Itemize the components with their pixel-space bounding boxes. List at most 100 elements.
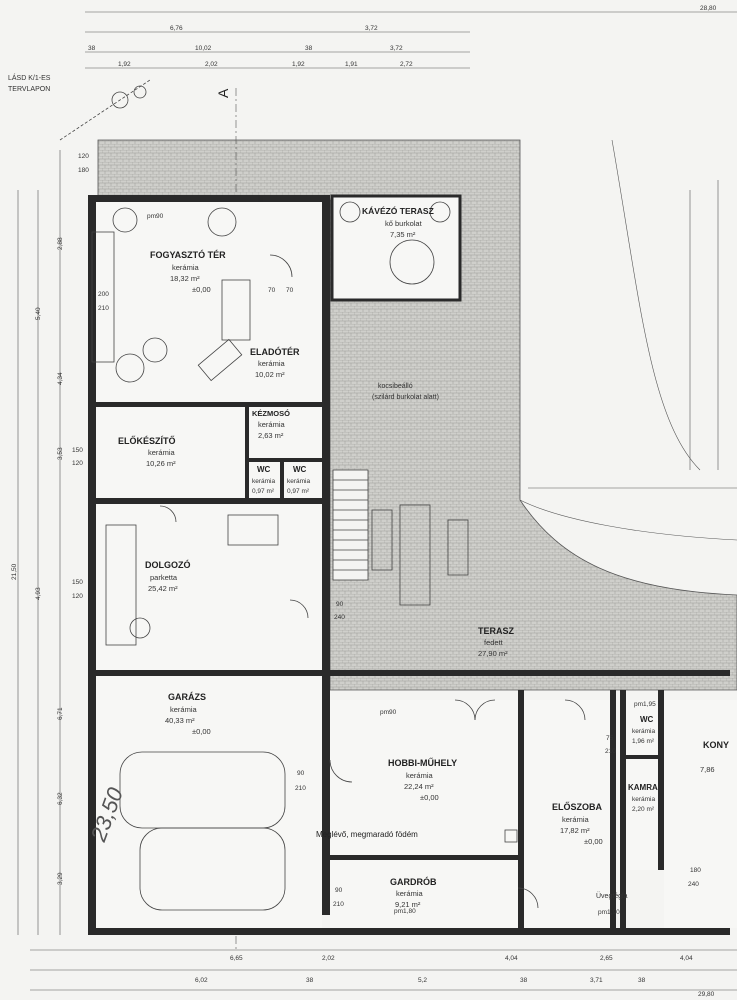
top-dimensions: 28,80 6,76 3,72 38 10,02 38 3,72 1,92 2,…	[85, 5, 737, 69]
opening-210: 210	[98, 305, 109, 312]
svg-text:1,96 m²: 1,96 m²	[632, 738, 655, 745]
dim-bottom-1: 6,65	[230, 955, 243, 962]
svg-text:17,82 m²: 17,82 m²	[560, 826, 590, 835]
svg-text:7,86: 7,86	[700, 765, 715, 774]
dim-bottom-8: 5,2	[418, 977, 427, 984]
svg-text:±0,00: ±0,00	[192, 285, 211, 294]
svg-text:±0,00: ±0,00	[192, 727, 211, 736]
svg-text:kerámia: kerámia	[396, 889, 424, 898]
svg-text:parketta: parketta	[150, 573, 178, 582]
svg-text:0,97 m²: 0,97 m²	[252, 488, 275, 495]
opening-120: 120	[72, 460, 83, 467]
opening-70-b: 70	[286, 287, 294, 294]
svg-text:kerámia: kerámia	[172, 263, 200, 272]
dim-top-3: 38	[88, 45, 96, 52]
room-wc-3: WC kerámia 1,96 m²	[632, 715, 656, 745]
svg-text:10,26 m²: 10,26 m²	[146, 459, 176, 468]
svg-text:22,24 m²: 22,24 m²	[404, 782, 434, 791]
svg-text:DOLGOZÓ: DOLGOZÓ	[145, 559, 191, 570]
svg-text:kerámia: kerámia	[287, 478, 311, 485]
opening-240-b: 240	[688, 881, 699, 888]
dim-bottom-10: 3,71	[590, 977, 603, 984]
svg-text:2,63 m²: 2,63 m²	[258, 431, 284, 440]
opening-90: 90	[336, 601, 344, 608]
opening-pm195: pm1,95	[634, 701, 656, 708]
room-dolgozo: DOLGOZÓ parketta 25,42 m²	[145, 559, 191, 593]
svg-text:kerámia: kerámia	[252, 478, 276, 485]
room-kamra: KAMRA kerámia 2,20 m²	[628, 783, 658, 813]
room-kavezo-terasz: KÁVÉZÓ TERASZ kő burkolat 7,35 m²	[362, 205, 434, 239]
opening-200: 200	[98, 291, 109, 298]
svg-text:±0,00: ±0,00	[420, 793, 439, 802]
room-hobbi-muhely: HOBBI-MŰHELY kerámia 22,24 m² ±0,00	[388, 757, 457, 802]
svg-text:±0,00: ±0,00	[584, 837, 603, 846]
svg-text:ELŐKÉSZÍTŐ: ELŐKÉSZÍTŐ	[118, 435, 176, 446]
opening-labels: 200 210 150 120 150 120 90 240 90 210 70…	[72, 213, 701, 916]
svg-text:kő burkolat: kő burkolat	[385, 219, 423, 228]
svg-text:WC: WC	[640, 715, 654, 724]
dim-bottom-9: 38	[520, 977, 528, 984]
dim-overall-top: 28,80	[700, 5, 717, 12]
dim-left-4: 5,40	[35, 307, 42, 320]
dim-left-7: 4,93	[35, 587, 42, 600]
opening-210-c: 210	[333, 901, 344, 908]
svg-text:kerámia: kerámia	[258, 359, 286, 368]
dim-top-5: 38	[305, 45, 313, 52]
dim-left-6: 3,53	[57, 447, 64, 460]
room-kezmoso: KÉZMOSÓ kerámia 2,63 m²	[252, 409, 290, 440]
dim-bottom-5: 4,04	[680, 955, 693, 962]
dim-left-9: 6,32	[57, 792, 64, 805]
svg-text:kerámia: kerámia	[258, 420, 286, 429]
reference-note-line1: LÁSD K/1-ES	[8, 73, 51, 82]
room-elokeszito: ELŐKÉSZÍTŐ kerámia 10,26 m²	[118, 435, 176, 468]
svg-text:WC: WC	[257, 465, 271, 474]
svg-text:0,97 m²: 0,97 m²	[287, 488, 310, 495]
svg-text:TERASZ: TERASZ	[478, 626, 515, 636]
svg-text:KONY: KONY	[703, 740, 729, 750]
svg-text:kerámia: kerámia	[632, 796, 656, 803]
opening-210-b: 210	[295, 785, 306, 792]
reference-note-line2: TERVLAPON	[8, 86, 50, 93]
svg-text:18,32 m²: 18,32 m²	[170, 274, 200, 283]
dim-top-4: 10,02	[195, 45, 212, 52]
opening-120-b: 120	[72, 593, 83, 600]
cafe-terrace	[330, 194, 462, 302]
door-swings	[159, 254, 586, 909]
dim-left-3: 2,88	[57, 237, 64, 250]
svg-text:kerámia: kerámia	[170, 705, 198, 714]
dim-left-8: 6,71	[57, 707, 64, 720]
opening-240: 240	[334, 614, 345, 621]
section-marker: A	[215, 88, 231, 98]
opening-90-c: 90	[335, 887, 343, 894]
svg-text:GARDRÓB: GARDRÓB	[390, 876, 437, 887]
dim-bottom-6: 6,02	[195, 977, 208, 984]
svg-text:ELŐSZOBA: ELŐSZOBA	[552, 801, 603, 812]
dim-top-7: 1,92	[118, 61, 131, 68]
svg-text:fedett: fedett	[484, 638, 504, 647]
terrace-note-line2: (szilárd burkolat alatt)	[372, 394, 439, 401]
dim-left-5: 4,34	[57, 372, 64, 385]
room-eladoter: ELADÓTÉR kerámia 10,02 m²	[250, 346, 300, 379]
dim-top-6: 3,72	[390, 45, 403, 52]
dim-top-2: 3,72	[365, 25, 378, 32]
opening-90-b: 90	[297, 770, 305, 777]
opening-pm90: pm90	[147, 213, 164, 220]
room-wc-1: WC kerámia 0,97 m²	[252, 465, 276, 495]
svg-text:kerámia: kerámia	[406, 771, 434, 780]
bottom-dimensions: 6,65 2,02 4,04 2,65 4,04 6,02 38 5,2 38 …	[30, 949, 737, 998]
room-garazs: GARÁZS kerámia 40,33 m² ±0,00	[165, 692, 211, 736]
svg-text:KÉZMOSÓ: KÉZMOSÓ	[252, 409, 290, 418]
dim-top-9: 1,92	[292, 61, 305, 68]
terrace-note-line1: kocsibeálló	[378, 383, 413, 390]
dim-bottom-3: 4,04	[505, 955, 518, 962]
svg-text:25,42 m²: 25,42 m²	[148, 584, 178, 593]
stairs	[227, 469, 369, 581]
room-fogyaszto-ter: FOGYASZTÓ TÉR kerámia 18,32 m² ±0,00	[150, 249, 226, 294]
room-eloszoba: ELŐSZOBA kerámia 17,82 m² ±0,00	[552, 801, 603, 846]
room-labels: FOGYASZTÓ TÉR kerámia 18,32 m² ±0,00 ELA…	[118, 205, 729, 909]
svg-text:10,02 m²: 10,02 m²	[255, 370, 285, 379]
room-gardrob: GARDRÓB kerámia 9,21 m²	[390, 876, 437, 909]
dim-top-1: 6,76	[170, 25, 183, 32]
opening-210-d: 210	[605, 748, 616, 755]
svg-text:WC: WC	[293, 465, 307, 474]
